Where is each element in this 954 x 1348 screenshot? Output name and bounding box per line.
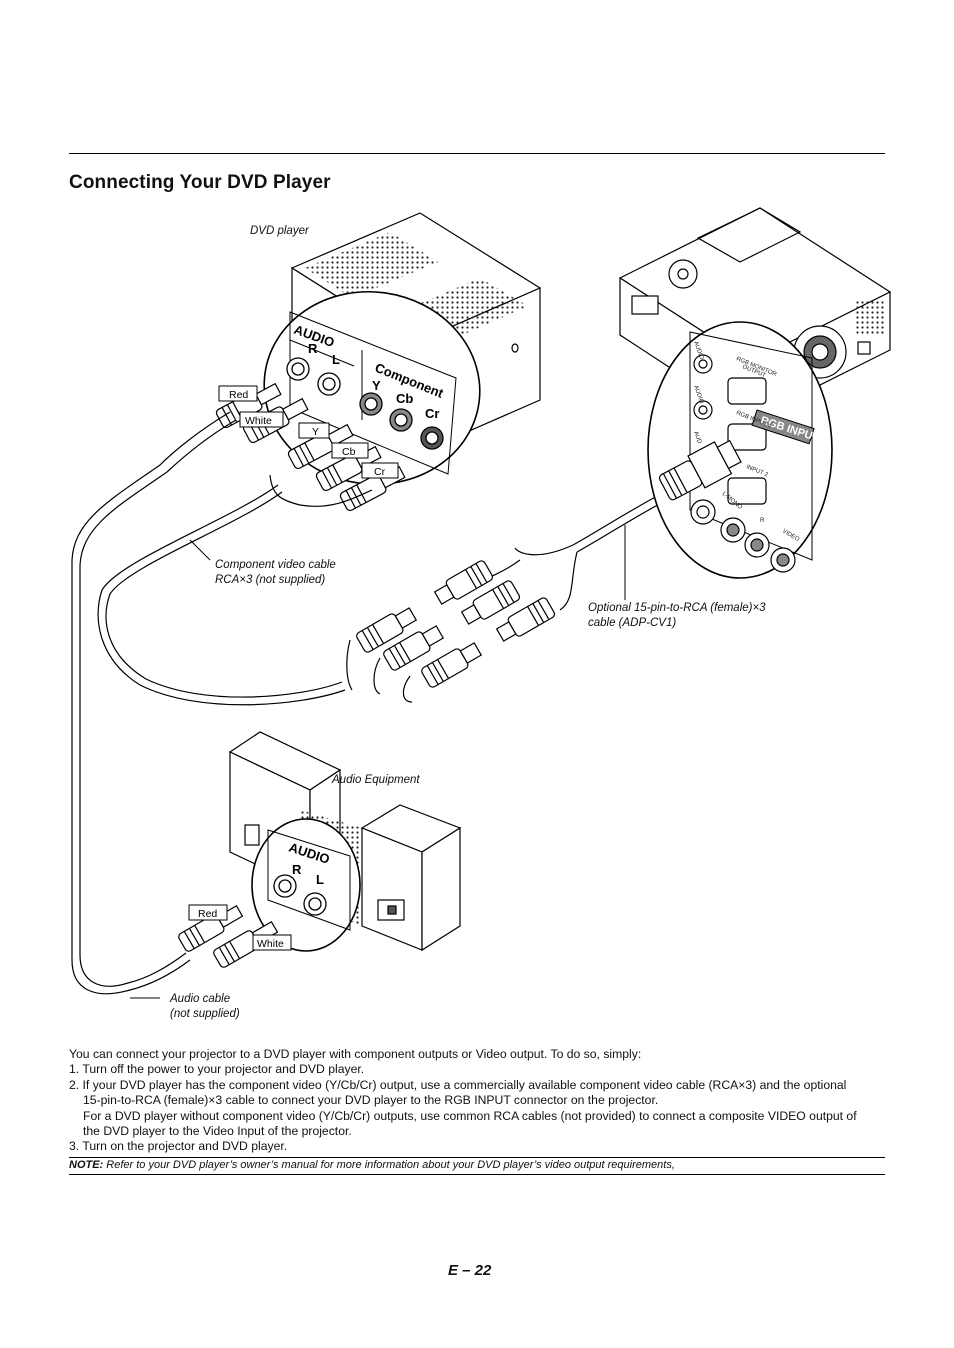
proj-audio-3: AUD bbox=[692, 431, 702, 446]
label-audio-equipment: Audio Equipment bbox=[331, 774, 420, 786]
tag-y: Y bbox=[312, 426, 319, 438]
tag-white: White bbox=[245, 415, 272, 427]
label-audio-cable-2: (not supplied) bbox=[170, 1008, 240, 1020]
leader-lines bbox=[130, 525, 626, 999]
step-3: 3. Turn on the projector and DVD player. bbox=[69, 1139, 288, 1154]
audio-color-tags bbox=[188, 904, 292, 951]
proj-r: R bbox=[760, 518, 765, 524]
label-audio-cable-1: Audio cable bbox=[169, 993, 230, 1005]
step-1: 1. Turn off the power to your projector … bbox=[69, 1062, 365, 1077]
step-2-line-3: For a DVD player without component video… bbox=[83, 1108, 857, 1123]
note-text: Refer to your DVD player’s owner’s manua… bbox=[103, 1159, 675, 1171]
note-label: NOTE: bbox=[69, 1159, 104, 1171]
tag-white-audio: White bbox=[257, 938, 284, 950]
label-component-cable-2: RCA×3 (not supplied) bbox=[215, 574, 325, 586]
rca-plug-pairs bbox=[356, 560, 556, 688]
audio-panel-l: L bbox=[316, 872, 324, 887]
dvd-audio-r: R bbox=[308, 341, 318, 356]
label-component-cable-1: Component video cable bbox=[215, 559, 336, 571]
step-2-line-2: 15-pin-to-RCA (female)×3 cable to connec… bbox=[83, 1093, 659, 1108]
tag-cr: Cr bbox=[374, 466, 386, 478]
tag-cb: Cb bbox=[342, 446, 356, 458]
rgb-input-badge bbox=[751, 409, 815, 445]
dvd-color-tags bbox=[218, 385, 399, 479]
intro-text: You can connect your projector to a DVD … bbox=[69, 1047, 642, 1061]
dvd-component-cr: Cr bbox=[425, 406, 439, 421]
instructions: You can connect your projector to a DVD … bbox=[69, 1047, 887, 1155]
projector-connector-panel: RGB INPUT AUDIO RGB MONITOR OUTPUT AUDIO… bbox=[647, 321, 833, 579]
page-title: Connecting Your DVD Player bbox=[69, 172, 331, 193]
tag-red: Red bbox=[229, 389, 248, 401]
top-rule bbox=[69, 153, 885, 154]
label-dvd-player: DVD player bbox=[250, 225, 310, 237]
note-top-rule bbox=[69, 1157, 885, 1158]
step-2-line-1: 2. If your DVD player has the component … bbox=[69, 1077, 847, 1092]
note: NOTE: Refer to your DVD player’s owner’s… bbox=[69, 1159, 675, 1171]
label-optional-cable-2: cable (ADP-CV1) bbox=[588, 617, 676, 629]
dvd-audio-l: L bbox=[332, 352, 340, 367]
step-2-line-4: the DVD player to the Video Input of the… bbox=[83, 1124, 352, 1139]
label-optional-cable-1: Optional 15-pin-to-RCA (female)×3 bbox=[588, 602, 766, 614]
dvd-component-y: Y bbox=[372, 378, 381, 393]
dvd-component-cb: Cb bbox=[396, 391, 413, 406]
audio-panel-r: R bbox=[292, 862, 302, 877]
tag-red-audio: Red bbox=[198, 908, 217, 920]
audio-connector-panel: AUDIO R L bbox=[251, 818, 361, 952]
page-number: E – 22 bbox=[448, 1262, 492, 1279]
note-bottom-rule bbox=[69, 1174, 885, 1175]
dsub-15-pin-plug bbox=[658, 439, 742, 501]
